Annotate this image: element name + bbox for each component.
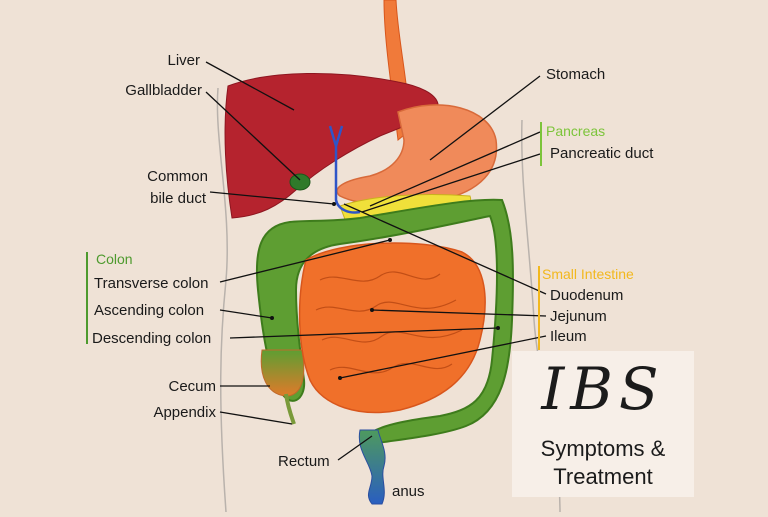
- dot-ascending-colon: [270, 316, 274, 320]
- label-common-bile-duct-line1: Common: [147, 168, 208, 185]
- ibs-subtitle: Symptoms & Treatment: [512, 435, 694, 491]
- leader-transverse-colon: [219, 239, 391, 283]
- pancreas-group-bar: [540, 122, 542, 166]
- leader-lines: [205, 61, 547, 461]
- cecum: [260, 349, 305, 397]
- colon: [255, 198, 514, 446]
- leader-dots: [270, 202, 500, 380]
- dot-bile-duct: [332, 202, 336, 206]
- leader-rectum: [337, 435, 373, 461]
- liver: [224, 72, 439, 219]
- label-descending-colon: Descending colon: [92, 330, 212, 347]
- dot-descending-colon: [496, 326, 500, 330]
- leader-gallbladder: [205, 91, 301, 181]
- dot-jejunum: [370, 308, 374, 312]
- ibs-subtitle-line2: Treatment: [553, 464, 653, 489]
- label-duodenum: Duodenum: [550, 287, 624, 304]
- label-cecum: Cecum: [168, 378, 216, 395]
- leader-liver: [205, 61, 295, 111]
- leader-appendix: [219, 411, 293, 425]
- label-anus: anus: [392, 483, 425, 500]
- label-pancreatic-duct: Pancreatic duct: [550, 145, 654, 162]
- gallbladder: [289, 173, 311, 191]
- group-title-small-intestine: Small Intestine: [542, 266, 634, 282]
- rectum: [358, 429, 386, 505]
- label-rectum: Rectum: [278, 453, 330, 470]
- ibs-badge: IBS Symptoms & Treatment: [512, 351, 694, 497]
- label-gallbladder: Gallbladder: [125, 82, 202, 99]
- ibs-subtitle-line1: Symptoms &: [540, 436, 666, 461]
- bile-duct: [328, 125, 361, 214]
- leader-ascending-colon: [219, 309, 273, 319]
- colon-group-bar: [86, 252, 88, 344]
- label-ascending-colon: Ascending colon: [94, 302, 205, 319]
- leader-bile-duct: [209, 191, 335, 205]
- appendix: [284, 393, 296, 425]
- leader-jejunum: [371, 309, 547, 317]
- leader-descending-colon: [229, 327, 499, 339]
- label-jejunum: Jejunum: [550, 308, 607, 325]
- ibs-title: IBS: [541, 355, 665, 423]
- label-transverse-colon: Transverse colon: [94, 275, 209, 292]
- leader-pancreatic-duct: [361, 153, 541, 213]
- leader-pancreas: [369, 131, 541, 207]
- small-intestine-group-bar: [538, 266, 540, 350]
- small-intestine: [298, 242, 486, 414]
- dot-transverse-colon: [388, 238, 392, 242]
- group-title-pancreas: Pancreas: [546, 123, 606, 139]
- leader-duodenum: [343, 203, 547, 295]
- dot-ileum: [338, 376, 342, 380]
- label-ileum: Ileum: [550, 328, 587, 345]
- group-title-colon: Colon: [96, 251, 133, 267]
- label-common-bile-duct-line2: bile duct: [150, 190, 206, 207]
- label-liver: Liver: [167, 52, 200, 69]
- small-intestine-folds: [315, 271, 463, 374]
- leader-ileum: [339, 335, 547, 379]
- leader-stomach: [429, 75, 541, 161]
- label-appendix: Appendix: [153, 404, 216, 421]
- label-stomach: Stomach: [546, 66, 606, 83]
